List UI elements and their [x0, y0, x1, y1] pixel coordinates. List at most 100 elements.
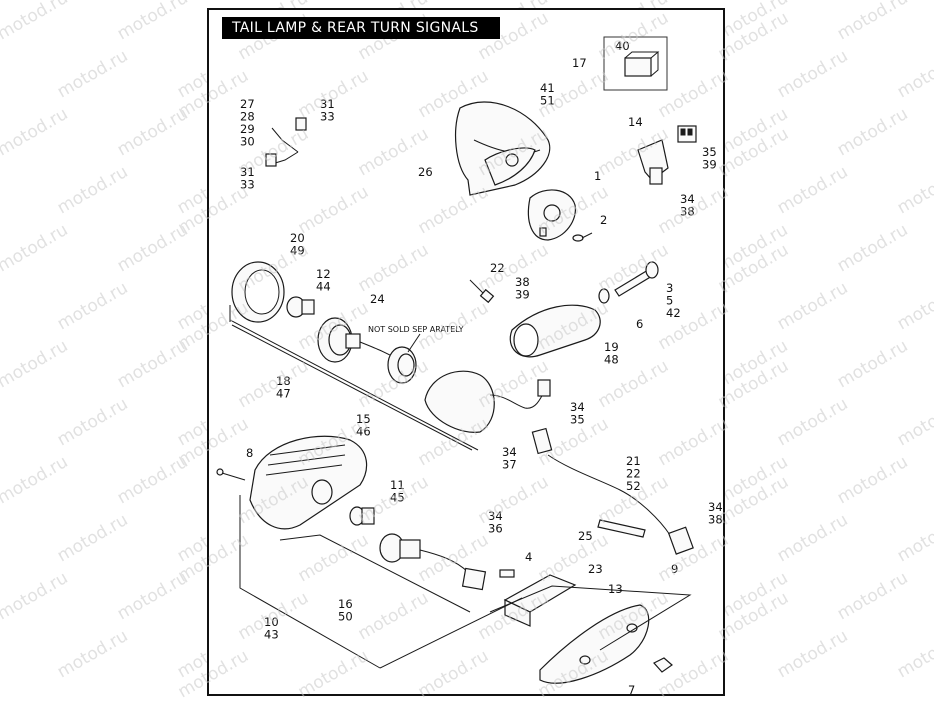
watermark-text: motod.ru: [715, 356, 793, 412]
callout-7-line-0: 7: [628, 683, 635, 697]
group-line-18: [229, 305, 479, 451]
callout-6-line-0: 6: [636, 317, 643, 331]
callout-10-43-line-0: 10: [264, 615, 279, 629]
stud-bolt-3: [614, 261, 659, 297]
callout-9-line-0: 9: [671, 562, 678, 576]
callout-18-47-line-1: 47: [276, 387, 291, 401]
bulb-11: [349, 506, 375, 526]
callout-35-39-line-1: 39: [702, 158, 717, 172]
callout-34-35-line-0: 34: [570, 400, 585, 414]
socket-24: [317, 317, 396, 363]
callout-26-line-0: 26: [418, 165, 433, 179]
callout-34-36-line-0: 34: [488, 509, 503, 523]
callout-34-36-line-1: 36: [488, 522, 503, 536]
callout-14-line-0: 14: [628, 115, 643, 129]
callout-27-28-29-30-line-3: 30: [240, 135, 255, 149]
washer-6: [598, 288, 610, 304]
watermark-text: motod.ru: [715, 588, 793, 644]
callout-34-38-right-line-0: 34: [708, 500, 723, 514]
tail-lamp-base-15: [249, 435, 368, 530]
turn-signal-lamp-18: [387, 346, 546, 433]
callout-31-33-bottom-line-0: 31: [240, 165, 255, 179]
bracket-14: [637, 139, 669, 185]
callout-13-line-0: 13: [608, 582, 623, 596]
lamp-socket-plate: [527, 189, 576, 241]
watermark-text: motod.ru: [175, 414, 253, 470]
callout-21-22-52-line-1: 22: [626, 467, 641, 481]
watermark-text: motod.ru: [175, 298, 253, 354]
callout-19-48-line-1: 48: [604, 353, 619, 367]
callout-21-22-52-line-2: 52: [626, 479, 641, 493]
watermark-text: motod.ru: [355, 588, 433, 644]
watermark-text: motod.ru: [175, 182, 253, 238]
tail-lamp-housing: [455, 101, 551, 196]
license-plate-lens-13: [539, 604, 650, 684]
nut-7: [653, 657, 673, 673]
connector-34-35: [537, 379, 551, 397]
callout-31-33-top-line-0: 31: [320, 97, 335, 111]
callout-38-39-line-0: 38: [515, 275, 530, 289]
watermark-text: motod.ru: [715, 472, 793, 528]
harness-connector: [479, 288, 495, 304]
diagram-title: TAIL LAMP & REAR TURN SIGNALS: [222, 17, 500, 39]
callout-11-45-line-0: 11: [390, 478, 405, 492]
turn-signal-harness-21: [531, 427, 694, 555]
wiring-harness-26: [296, 149, 473, 282]
callout-41-51-line-0: 41: [540, 81, 555, 95]
callout-layer: 2728293031333133264151401714353934381220…: [240, 39, 723, 697]
watermark-text: motod.ru: [715, 124, 793, 180]
callout-34-38-top-line-1: 38: [680, 205, 695, 219]
callout-35-39-line-0: 35: [702, 145, 717, 159]
callout-15-46-line-0: 15: [356, 412, 371, 426]
callout-3-5-42-line-2: 42: [666, 306, 681, 320]
callout-22-top-line-0: 22: [490, 261, 505, 275]
callout-34-35-line-1: 35: [570, 413, 585, 427]
watermark-text: motod.ru: [295, 646, 373, 701]
group-bracket-18: [231, 324, 473, 451]
callout-38-39-line-1: 39: [515, 288, 530, 302]
callout-31-33-top-line-1: 33: [320, 110, 335, 124]
callout-34-38-right-line-1: 38: [708, 513, 723, 527]
callout-25-line-0: 25: [578, 529, 593, 543]
callout-40-line-0: 40: [615, 39, 630, 53]
watermark-text: motod.ru: [715, 8, 793, 64]
screw-4: [499, 569, 515, 578]
group-line-9: [489, 585, 692, 651]
watermark-text: motod.ru: [295, 182, 373, 238]
callout-3-5-42-line-1: 5: [666, 294, 673, 308]
callout-34-37-line-1: 37: [502, 458, 517, 472]
watermark-text: motod.ru: [655, 414, 733, 470]
callout-27-28-29-30-line-2: 29: [240, 122, 255, 136]
watermark-text: motod.ru: [295, 530, 373, 586]
watermark-text: motod.ru: [655, 530, 733, 586]
callout-34-38-top-line-0: 34: [680, 192, 695, 206]
watermark-text: motod.ru: [655, 182, 733, 238]
callout-20-49-line-1: 49: [290, 244, 305, 258]
group-line-16: [279, 534, 471, 613]
watermark-text: motod.ru: [655, 646, 733, 701]
callout-21-22-52-line-0: 21: [626, 454, 641, 468]
lens-bezel-20: [231, 261, 285, 323]
harness-terminal-upper: [295, 117, 307, 131]
callout-16-50-line-0: 16: [338, 597, 353, 611]
callout-24-line-0: 24: [370, 292, 385, 306]
watermark-text: motod.ru: [235, 356, 313, 412]
bulb-12: [286, 296, 315, 318]
watermark-text: motod.ru: [355, 240, 433, 296]
callout-16-50-line-1: 50: [338, 610, 353, 624]
callout-27-28-29-30-line-0: 27: [240, 97, 255, 111]
callout-41-51-line-1: 51: [540, 94, 555, 108]
connector-35-39: [677, 125, 697, 143]
callout-17-line-0: 17: [572, 56, 587, 70]
relay-detail-box: [603, 36, 668, 91]
callout-11-45-line-1: 45: [390, 491, 405, 505]
callout-27-28-29-30-line-1: 28: [240, 110, 255, 124]
watermark-text: motod.ru: [715, 240, 793, 296]
callout-18-47-line-0: 18: [276, 374, 291, 388]
callout-12-44-line-1: 44: [316, 280, 331, 294]
callout-1-line-0: 1: [594, 169, 601, 183]
watermark-text: motod.ru: [175, 646, 253, 701]
callout-34-37-line-0: 34: [502, 445, 517, 459]
callout-15-46-line-1: 46: [356, 425, 371, 439]
